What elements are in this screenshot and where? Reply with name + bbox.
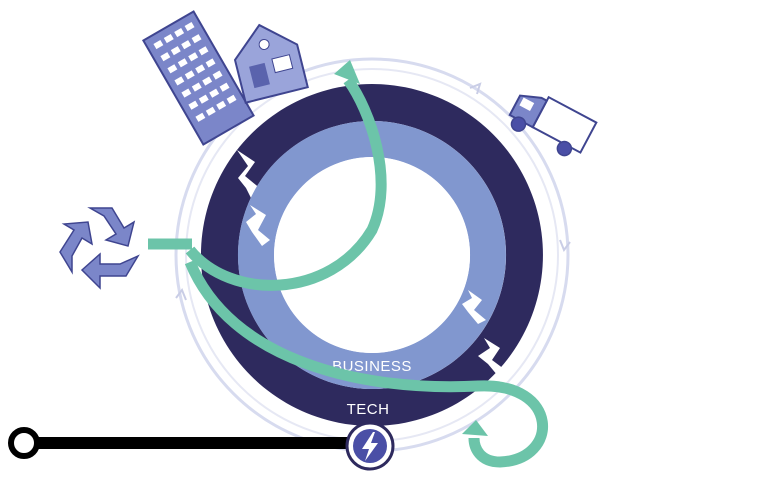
flow-arrow-heads — [334, 60, 488, 436]
business-label: BUSINESS — [332, 358, 412, 375]
lightning-bolt-icon — [345, 421, 395, 471]
truck-icon — [508, 94, 598, 157]
arrowhead-top — [334, 60, 360, 84]
recycle-icon — [59, 207, 140, 290]
flow-arrow-top — [185, 76, 387, 291]
connector-node-icon — [8, 427, 40, 459]
buildings-icon — [141, 10, 309, 146]
flow-arrows — [148, 76, 549, 468]
flow-arrow-bottom — [184, 259, 549, 468]
business-ring — [237, 121, 506, 389]
connector-bar — [22, 437, 358, 449]
connector — [8, 427, 358, 459]
tech-ring — [200, 84, 543, 426]
arrowhead-loop — [462, 420, 488, 436]
tech-label: TECH — [347, 401, 390, 418]
